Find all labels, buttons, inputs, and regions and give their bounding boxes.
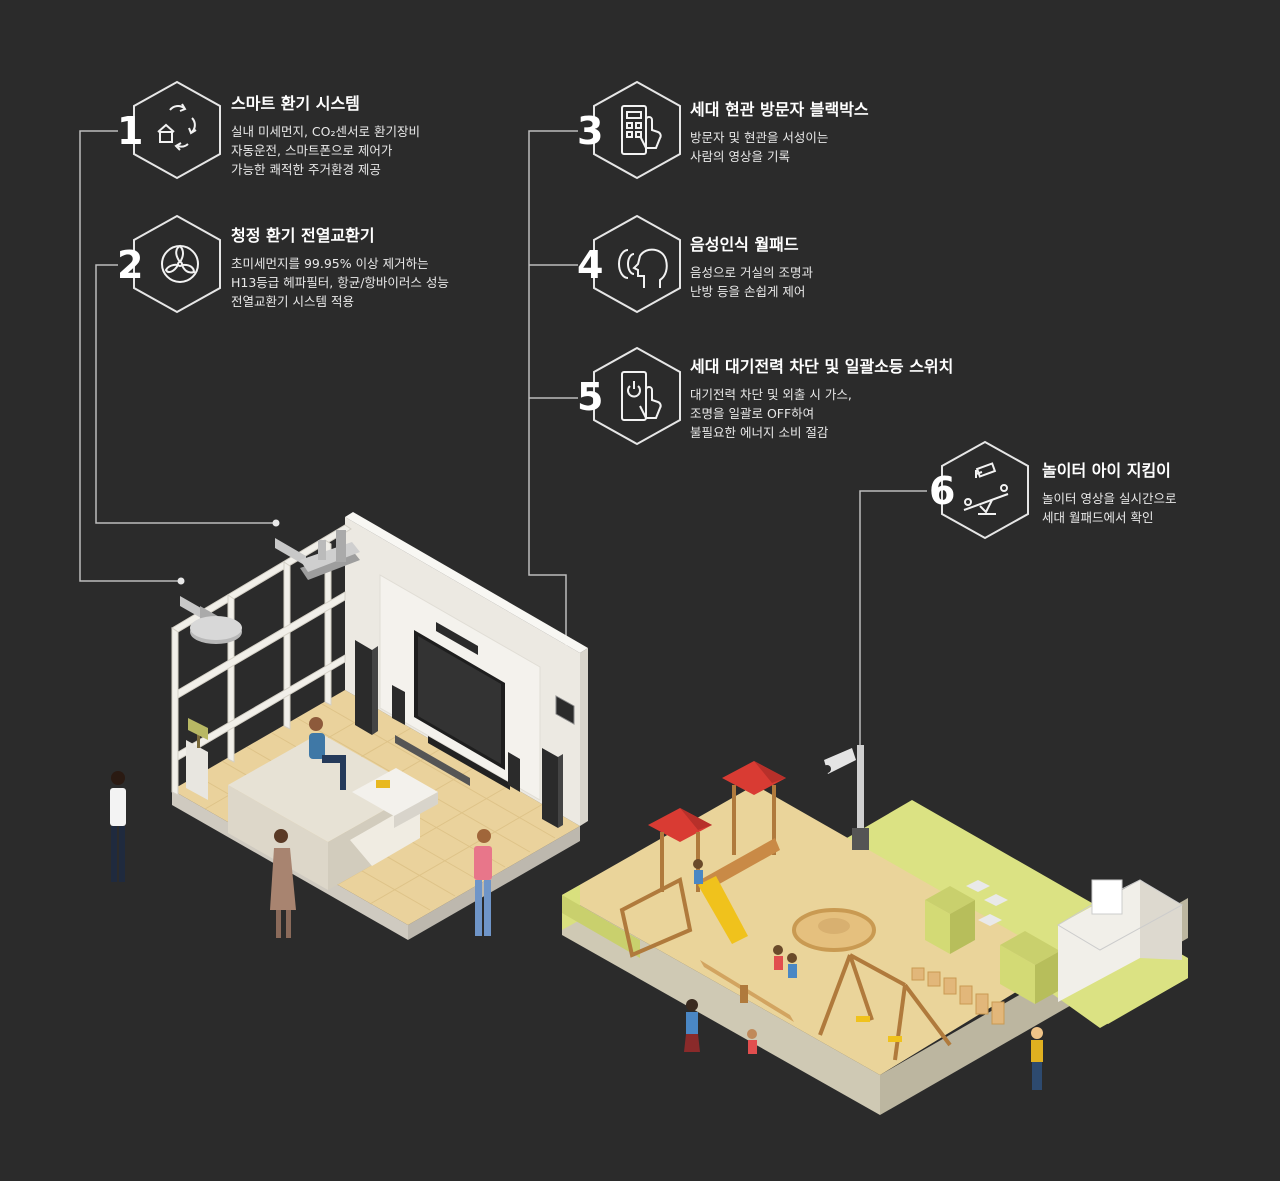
feature-number: 4: [577, 243, 604, 287]
living-room-illustration: [110, 512, 588, 940]
smart-ventilation-icon: [157, 103, 197, 151]
cctv-playground-icon: [963, 462, 1009, 515]
fan-icon: [161, 244, 199, 283]
feature-number: 2: [117, 243, 144, 287]
feature-title: 청정 환기 전열교환기: [231, 226, 375, 245]
feature-title: 놀이터 아이 지킴이: [1042, 461, 1171, 480]
playground-illustration: [562, 745, 1188, 1115]
feature-number: 1: [117, 109, 144, 153]
voice-recognition-icon: [618, 248, 668, 288]
hexagon-frame: [133, 214, 221, 314]
hexagon-frame: [133, 80, 221, 180]
feature-title: 음성인식 월패드: [690, 235, 799, 254]
feature-title: 스마트 환기 시스템: [231, 94, 360, 113]
power-switch-icon: [621, 371, 662, 421]
keypad-touch-icon: [621, 105, 662, 155]
feature-number: 3: [577, 109, 604, 153]
hexagon-frame: [941, 440, 1029, 540]
feature-number: 5: [577, 375, 604, 419]
feature-title: 세대 현관 방문자 블랙박스: [690, 100, 869, 119]
play-tower: [619, 761, 786, 958]
feature-number: 6: [929, 469, 956, 513]
hexagon-frame: [593, 80, 681, 180]
hexagon-frame: [593, 346, 681, 446]
ventilation-units: [180, 530, 360, 644]
feature-title: 세대 대기전력 차단 및 일괄소등 스위치: [690, 357, 954, 376]
hexagon-frame: [593, 214, 681, 314]
